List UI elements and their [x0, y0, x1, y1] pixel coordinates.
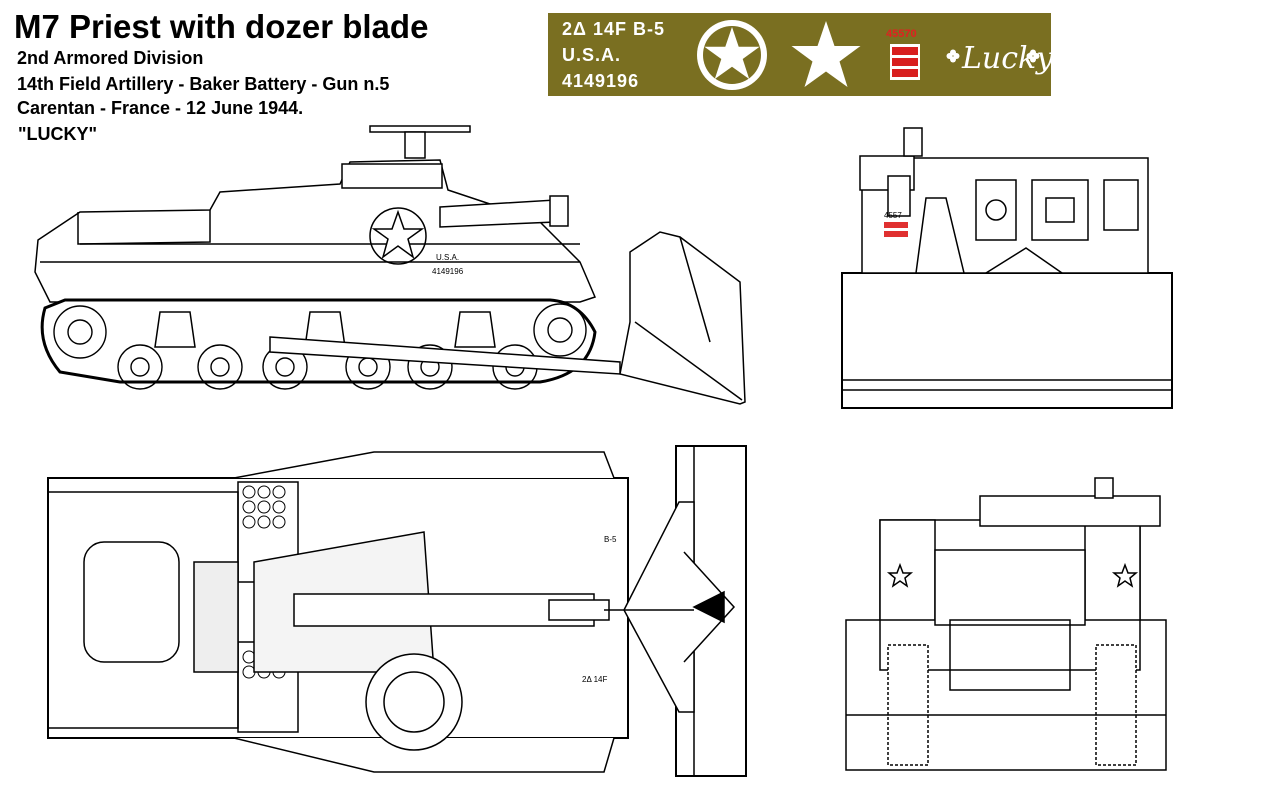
tactical-stripes-icon: [890, 44, 920, 80]
front-view-drawing: 4557: [836, 118, 1176, 414]
clover-icon: [946, 49, 960, 63]
place-date-label: Carentan - France - 12 June 1944.: [17, 98, 304, 118]
vehicle-name-label: "LUCKY": [18, 124, 98, 144]
rear-view-drawing: [840, 470, 1180, 780]
hull-usa-text: U.S.A.: [436, 253, 459, 262]
top-rear-code: 2Δ 14F: [582, 675, 607, 684]
bumper-code: 2Δ 14F B-5: [562, 19, 665, 39]
small-number: 45570: [886, 28, 917, 40]
unit-label: 14th Field Artillery - Baker Battery - G…: [17, 74, 390, 94]
markings-panel: 2Δ 14F B-5 U.S.A. 4149196 45570 Lucky: [548, 13, 1053, 96]
division-label: 2nd Armored Division: [17, 48, 204, 68]
front-plate-number: 4557: [884, 211, 902, 220]
page-title: M7 Priest with dozer blade: [14, 8, 429, 45]
circled-star-icon: [697, 20, 767, 90]
serial-marking: 4149196: [562, 71, 640, 91]
hull-serial-text: 4149196: [432, 267, 464, 276]
usa-marking: U.S.A.: [562, 45, 622, 65]
clover-icon: [1026, 49, 1040, 63]
star-icon: [791, 21, 861, 87]
top-view-drawing: B-5 2Δ 14F: [44, 432, 764, 784]
top-front-code: B-5: [604, 535, 617, 544]
side-view-drawing: U.S.A. 4149196: [20, 112, 760, 412]
